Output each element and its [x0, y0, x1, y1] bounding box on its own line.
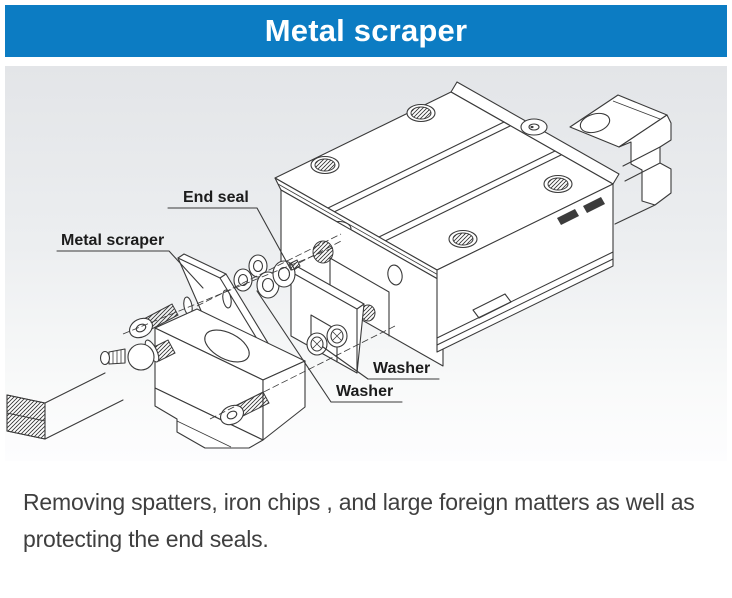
nipple-tip [99, 350, 111, 366]
threaded-hole [406, 103, 436, 123]
leader-line [167, 207, 292, 271]
diagram-label-washer-top: Washer [373, 360, 430, 377]
callouts: End seal Metal scraper Washer Washer [56, 189, 440, 403]
diagram-label-end-seal: End seal [183, 189, 249, 206]
grease-nipple [99, 339, 176, 371]
diagram-panel: End seal Metal scraper Washer Washer [5, 66, 727, 461]
diagram-label-metal-scraper: Metal scraper [61, 232, 164, 249]
diagram-label-washer-bottom: Washer [336, 383, 393, 400]
page-title: Metal scraper [264, 13, 468, 48]
rail-channel-cutout [329, 257, 390, 337]
rail-mount-hole [579, 112, 611, 134]
block-front-face [436, 183, 614, 353]
leader-line [322, 346, 440, 380]
side-grease-hole [387, 264, 403, 286]
threaded-hole [310, 155, 340, 175]
threaded-hole [448, 229, 478, 249]
washer-with-screw [306, 332, 328, 356]
rail-end-section [6, 372, 124, 440]
rail [569, 94, 672, 225]
mounting-bolt [220, 391, 270, 426]
leader-line [256, 290, 403, 403]
center-lines [122, 233, 398, 420]
countersunk-hole [520, 118, 548, 136]
description-text: Removing spatters, iron chips , and larg… [23, 484, 728, 558]
cover-hole [204, 329, 250, 363]
lm-block [274, 81, 620, 367]
description-line: protecting the end seals. [23, 526, 269, 552]
block-end-face [280, 189, 444, 367]
section-header-banner: Metal scraper [5, 5, 727, 57]
technical-diagram: End seal Metal scraper Washer Washer [6, 81, 672, 449]
leader-line [56, 250, 204, 289]
description-line: Removing spatters, iron chips , and larg… [23, 489, 695, 515]
set-screw [288, 259, 301, 271]
threaded-hole [543, 174, 573, 194]
seal-wedge [557, 209, 579, 225]
rail-end-profile [618, 114, 672, 206]
washer-with-screw [326, 324, 348, 348]
washer-edge-view [222, 289, 232, 309]
seal-wedge [583, 197, 605, 213]
